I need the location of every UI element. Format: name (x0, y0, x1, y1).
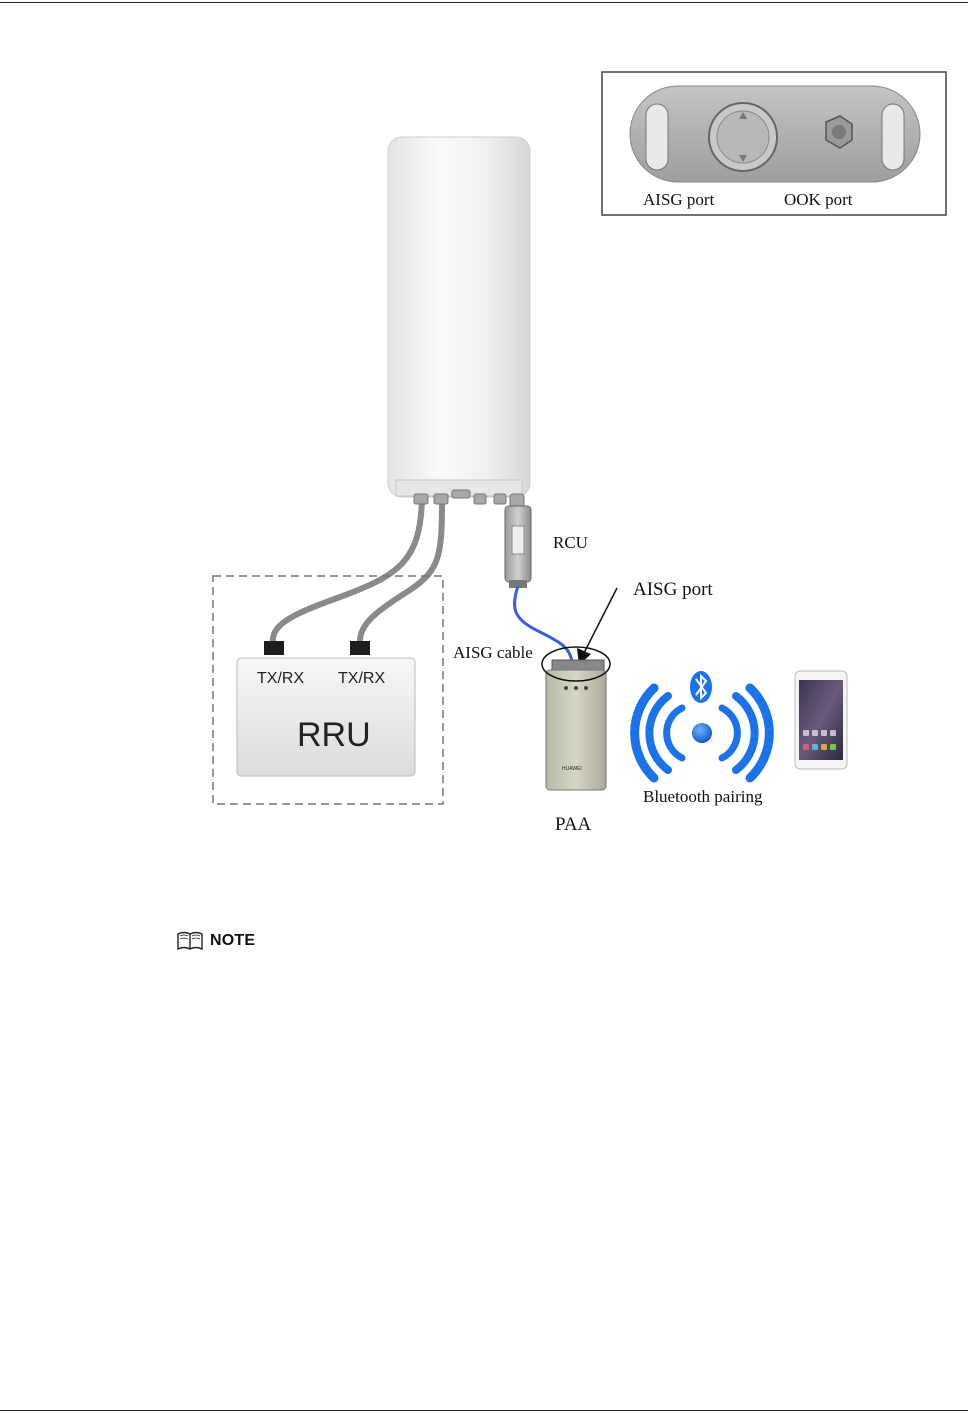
inset-ook-port-label: OOK port (784, 190, 853, 209)
rru-unit: TX/RX TX/RX RRU (237, 641, 415, 776)
rcu-label: RCU (553, 533, 588, 552)
footer-rule (0, 1410, 968, 1411)
note-label: NOTE (210, 932, 255, 950)
paa-label: PAA (555, 814, 592, 835)
note-callout: NOTE (176, 929, 255, 953)
aisg-port-label: AISG port (633, 579, 713, 600)
rcu-module: RCU (505, 506, 588, 588)
book-icon (176, 930, 204, 952)
txrx-label-2: TX/RX (338, 670, 385, 687)
bluetooth-logo-icon (690, 671, 712, 703)
aisg-cable-label: AISG cable (453, 643, 533, 662)
txrx-connector-2 (350, 641, 370, 655)
port-inset: AISG port OOK port (602, 72, 946, 215)
rf-cable-1 (273, 500, 422, 645)
rf-cables (273, 500, 442, 645)
left-mount-slot (646, 104, 668, 170)
aisg-port-pointer-line (584, 588, 617, 653)
antenna (388, 137, 530, 508)
txrx-label-1: TX/RX (257, 670, 304, 687)
smartphone (795, 671, 847, 769)
paa-brand-label: HUAWEI (562, 766, 582, 772)
bluetooth-pairing-graphic: Bluetooth pairing (635, 671, 770, 806)
paa-device: HUAWEI PAA (546, 660, 606, 835)
signal-source-dot (692, 723, 712, 743)
inset-aisg-port-label: AISG port (643, 190, 715, 209)
rru-label: RRU (297, 716, 371, 754)
rf-cable-2 (360, 500, 442, 645)
right-mount-slot (882, 104, 904, 170)
bluetooth-pairing-label: Bluetooth pairing (643, 787, 763, 806)
txrx-connector-1 (264, 641, 284, 655)
